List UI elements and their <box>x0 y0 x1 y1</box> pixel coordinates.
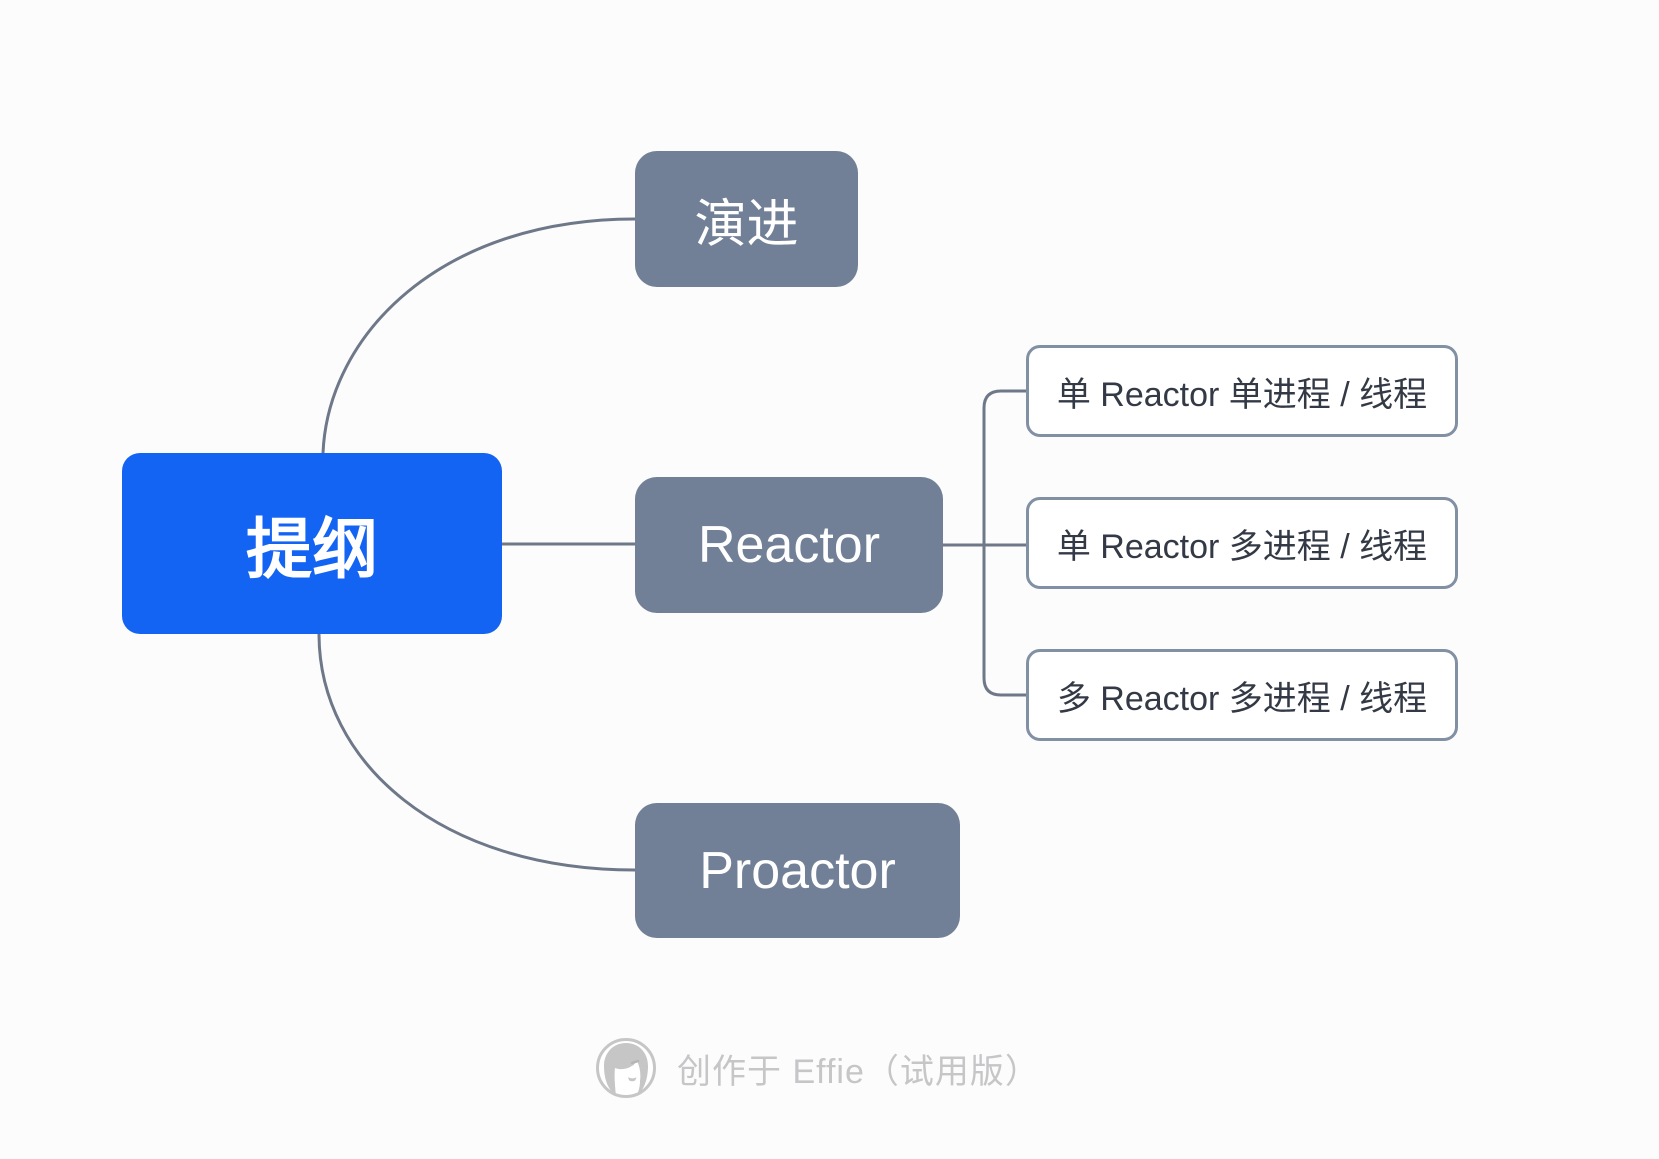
footer-credit: 创作于 Effie（试用版） <box>595 1037 1040 1099</box>
node-leaf-2-label: 单 Reactor 多进程 / 线程 <box>1056 527 1428 566</box>
node-evolution-label: 演进 <box>694 195 799 254</box>
node-root-label: 提纲 <box>246 511 378 586</box>
node-leaf-3-label: 多 Reactor 多进程 / 线程 <box>1056 679 1428 718</box>
edge-root-evolution <box>321 217 637 455</box>
node-single-reactor-single-process[interactable]: 单 Reactor 单进程 / 线程 <box>1026 345 1458 437</box>
effie-avatar-icon <box>595 1037 657 1099</box>
node-reactor[interactable]: Reactor <box>635 477 943 613</box>
node-single-reactor-multi-process[interactable]: 单 Reactor 多进程 / 线程 <box>1026 497 1458 589</box>
node-multi-reactor-multi-process[interactable]: 多 Reactor 多进程 / 线程 <box>1026 649 1458 741</box>
node-proactor[interactable]: Proactor <box>635 803 960 938</box>
node-leaf-1-label: 单 Reactor 单进程 / 线程 <box>1056 375 1428 414</box>
credit-text: 创作于 Effie（试用版） <box>677 1052 1040 1091</box>
edge-root-proactor <box>317 632 637 872</box>
node-proactor-label: Proactor <box>699 841 896 900</box>
node-reactor-label: Reactor <box>697 516 881 574</box>
node-evolution[interactable]: 演进 <box>635 151 858 287</box>
edge-trunk-leaves <box>982 389 1028 697</box>
node-root[interactable]: 提纲 <box>122 453 502 634</box>
